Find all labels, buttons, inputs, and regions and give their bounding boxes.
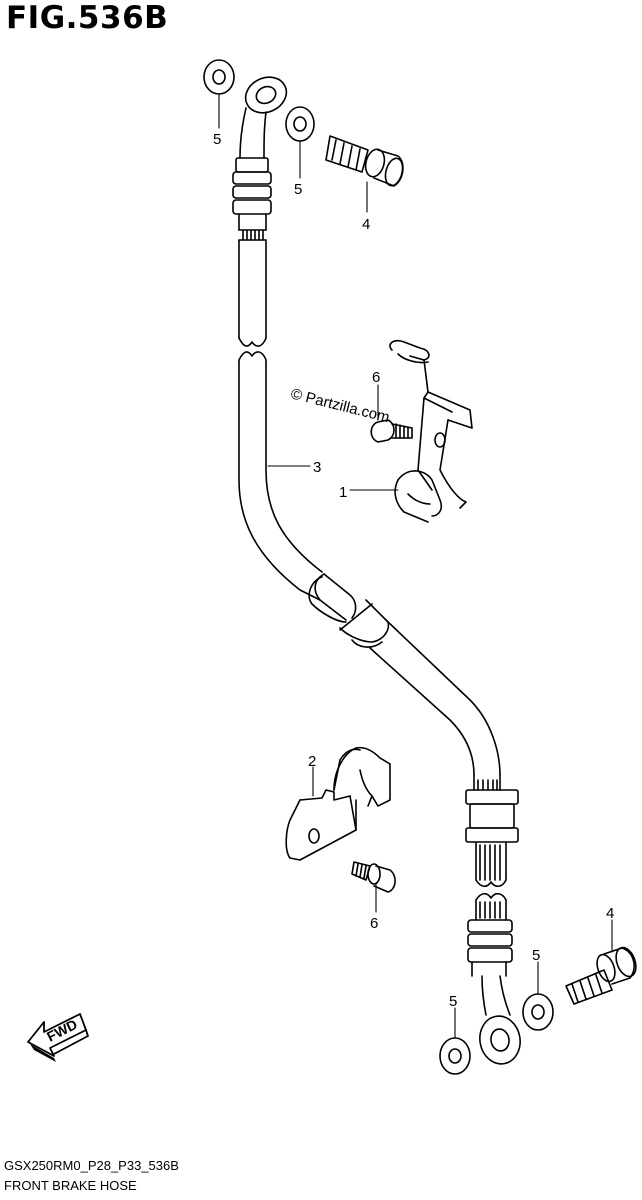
washer-top-left[interactable] (203, 59, 235, 95)
callout-5-top-left: 5 (213, 131, 221, 148)
washer-bottom-right[interactable] (522, 993, 554, 1031)
callout-2: 2 (308, 753, 316, 770)
union-bolt-bottom[interactable] (565, 945, 640, 1005)
washer-bottom-left[interactable] (439, 1037, 471, 1075)
callout-3: 3 (313, 459, 321, 476)
diagram-name: FRONT BRAKE HOSE (4, 1178, 137, 1193)
figure-title: FIG.536B (6, 0, 169, 36)
washer-top-right[interactable] (285, 106, 315, 142)
watermark: © Partzilla.com (289, 385, 391, 426)
bolt-lower[interactable] (351, 861, 396, 893)
clamp-bracket[interactable] (389, 339, 473, 523)
diagram-code: GSX250RM0_P28_P33_536B (4, 1158, 179, 1173)
fwd-label: FWD (44, 1016, 80, 1045)
brake-hose[interactable] (232, 71, 524, 1067)
leader-lines (218, 93, 613, 1039)
callout-5-bottom-right: 5 (532, 947, 540, 964)
forward-direction-arrow: FWD (27, 1013, 89, 1062)
hose-clamp[interactable] (285, 746, 391, 861)
callout-4-bottom: 4 (606, 905, 614, 922)
callout-6-upper: 6 (372, 369, 380, 386)
callout-4-top: 4 (362, 216, 370, 233)
callout-5-top-right: 5 (294, 181, 302, 198)
union-bolt-top[interactable] (325, 135, 405, 188)
callout-6-lower: 6 (370, 915, 378, 932)
callout-1: 1 (339, 484, 347, 501)
bolt-upper[interactable] (370, 419, 413, 443)
callout-5-bottom-left: 5 (449, 993, 457, 1010)
